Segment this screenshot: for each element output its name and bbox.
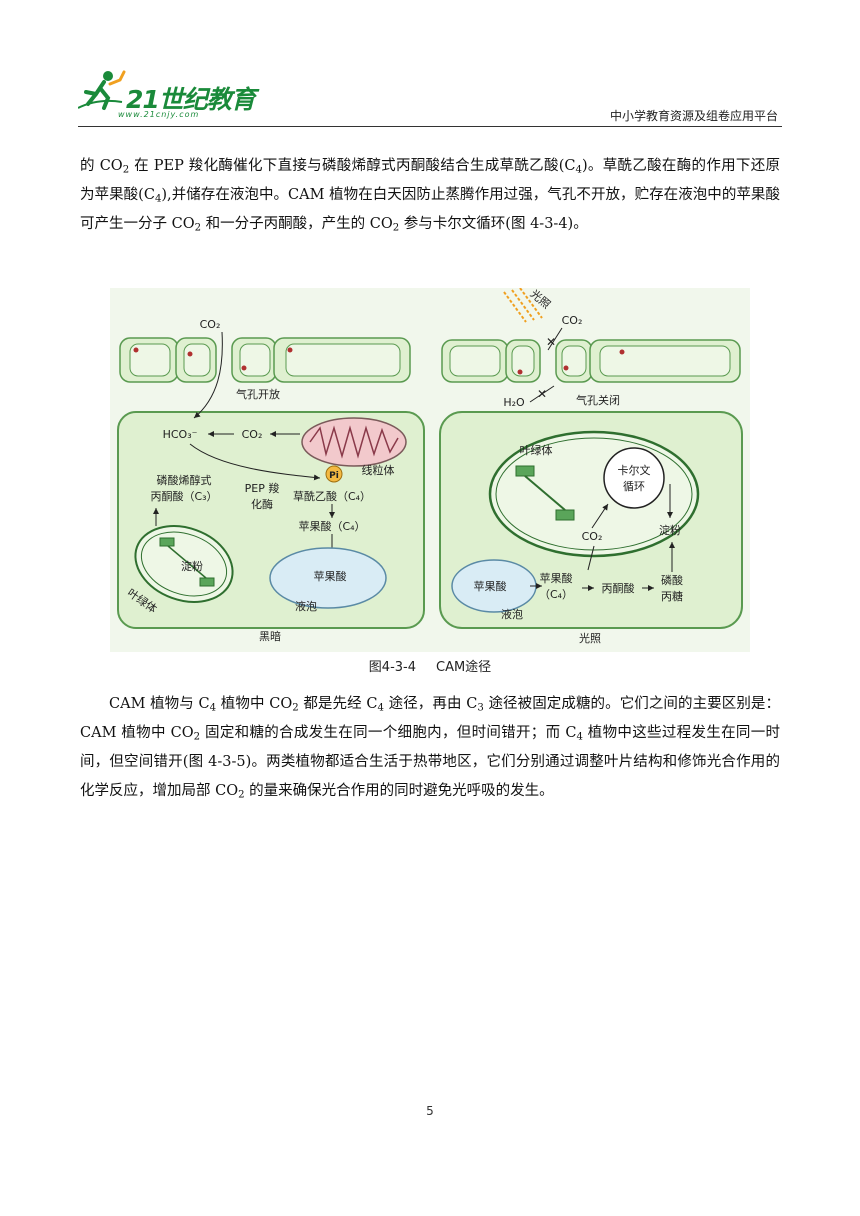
blocked-co2-arrow [547,327,563,351]
platform-name: 中小学教育资源及组卷应用平台 [609,109,778,123]
oaa-label: 草酰乙酸（C₄） [293,489,371,503]
left-epidermis [119,337,411,383]
page-header: 21世纪教育 www.21cnjy.com 中小学教育资源及组卷应用平台 [77,60,782,128]
right-malate-label-1: 苹果酸 [540,571,573,585]
pyr-to-co2-line [587,545,595,571]
page-number: 5 [426,1104,434,1118]
sun-rays-icon [503,288,543,323]
header-divider [78,126,782,127]
pep-label-1: 磷酸烯醇式 [157,473,212,487]
malate-label: 苹果酸（C₄） [298,519,365,533]
runner-logo-icon [77,70,126,110]
right-starch-label: 淀粉 [659,523,681,537]
h2o-label: H₂O [503,396,525,409]
enzyme-label-1: PEP 羧 [245,481,280,495]
right-malate-label-2: （C₄） [539,588,573,601]
calvin-label-2: 循环 [623,480,645,493]
left-co2-mid-label: CO₂ [242,428,263,441]
right-vacuole-malate: 苹果酸 [474,579,507,593]
left-chloroplast [134,525,234,603]
mito-label: 线粒体 [362,463,395,477]
right-co2-mid-label: CO₂ [582,530,603,543]
figure-number: 图4-3-4 [368,660,416,675]
left-vacuole-label: 液泡 [295,599,317,613]
right-chloroplast-label: 叶绿体 [520,443,553,457]
left-co2-label: CO₂ [200,318,221,331]
pi-label: Pi [329,471,339,481]
right-epidermis [441,339,741,383]
right-vacuole-label: 液泡 [501,607,523,621]
figure-caption: 图4-3-4 CAM途径 [0,656,860,675]
pep-label-2: 丙酮酸（C₃） [150,489,217,503]
light-condition-label: 光照 [579,631,601,645]
calvin-cycle [603,447,665,509]
hco3-label: HCO₃⁻ [163,428,198,441]
blocked-h2o-arrow [529,385,555,403]
enzyme-label-2: 化酶 [251,497,273,511]
paragraph-1: 的 CO2 在 PEP 羧化酶催化下直接与磷酸烯醇式丙酮酸结合生成草酰乙酸(C4… [80,158,781,234]
left-vacuole-malate: 苹果酸 [314,569,347,583]
paragraph-2: CAM 植物与 C4 植物中 CO2 都是先经 C4 途径，再由 C3 途径被固… [80,696,781,801]
logo-url: www.21cnjy.com [118,110,200,119]
triose-label-1: 磷酸 [661,573,683,587]
left-stoma-label: 气孔开放 [236,387,280,401]
right-stoma-label: 气孔关闭 [576,393,620,407]
grana-icon [515,465,575,521]
dark-label: 黑暗 [259,629,281,643]
left-starch-label: 淀粉 [181,559,203,573]
logo-text: 21世纪教育 [126,85,256,114]
figure-title: CAM途径 [436,660,492,675]
blocked-h2o-mark-icon: ✕ [537,387,547,401]
mitochondrion [301,417,407,467]
logo: 21世纪教育 www.21cnjy.com [77,68,258,119]
cam-diagram: CO₂ 气孔开放 HCO₃⁻ CO₂ 线粒体 Pi 磷酸烯醇式 丙酮酸（C₃） … [110,288,750,652]
right-co2-label: CO₂ [562,314,583,327]
triose-label-2: 丙糖 [661,589,683,603]
left-vacuole [269,547,387,609]
blocked-mark-icon: ✕ [546,335,556,349]
pyruvate-label: 丙酮酸 [602,581,635,595]
figure-cam-pathway: CO₂ 气孔开放 HCO₃⁻ CO₂ 线粒体 Pi 磷酸烯醇式 丙酮酸（C₃） … [110,288,750,652]
pi-icon [325,465,343,483]
calvin-label-1: 卡尔文 [618,463,651,477]
